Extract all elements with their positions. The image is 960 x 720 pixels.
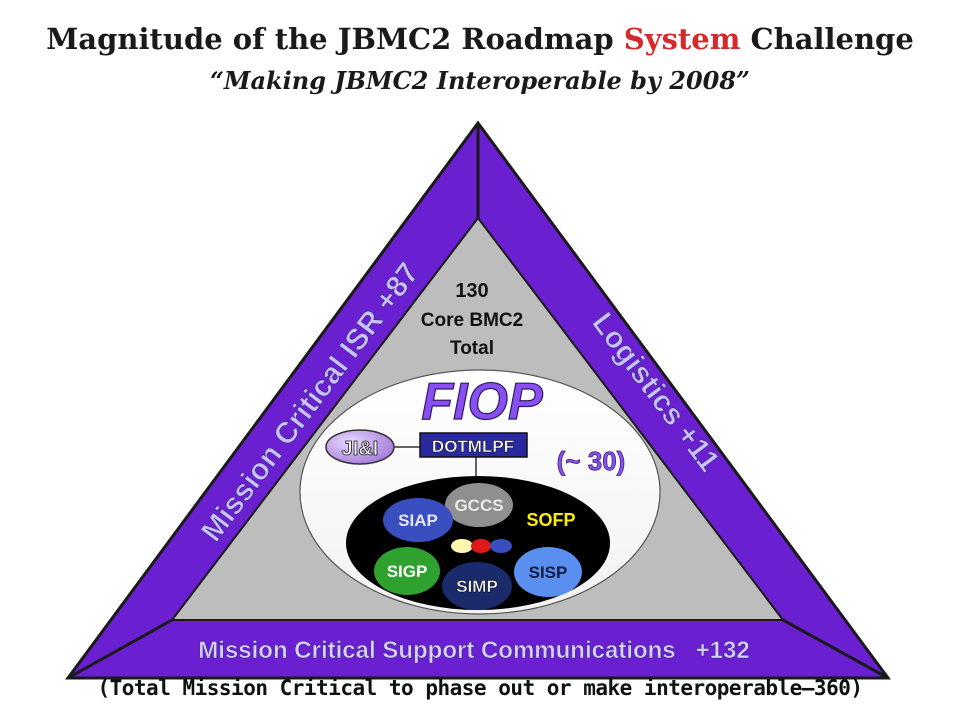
page-subtitle: “Making JBMC2 Interoperable by 2008” — [210, 66, 750, 95]
gccs-node — [445, 483, 513, 527]
sofp-label: SOFP — [526, 510, 575, 530]
sigp-node — [374, 547, 440, 595]
siap-node — [383, 498, 453, 542]
blue-dot — [490, 539, 512, 553]
bottom-side-label: Mission Critical Support Communications … — [198, 637, 749, 664]
red-dot — [471, 539, 491, 553]
dotmlpf-label: DOTMLPF — [432, 437, 514, 456]
page-title: Magnitude of the JBMC2 Roadmap System Ch… — [46, 22, 914, 56]
simp-node — [442, 562, 512, 610]
core-total: Total — [450, 338, 494, 359]
dotmlpf-box — [419, 432, 528, 458]
simp-label: SIMP — [456, 577, 498, 596]
yellow-dot — [451, 539, 473, 553]
fiop-approx: (~ 30) — [557, 446, 626, 476]
siap-label: SIAP — [398, 511, 438, 530]
sigp-label: SIGP — [387, 562, 428, 581]
sisp-label: SISP — [529, 563, 568, 582]
gccs-label: GCCS — [454, 496, 503, 515]
title-highlight: System — [623, 22, 741, 56]
core-label: Core BMC2 — [421, 310, 523, 331]
jii-badge — [325, 429, 395, 465]
sisp-node — [514, 547, 582, 597]
footer-note: (Total Mission Critical to phase out or … — [97, 676, 863, 700]
jii-label: JI&I — [342, 438, 379, 460]
fiop-label: FIOP — [421, 373, 543, 431]
core-count: 130 — [455, 280, 488, 302]
